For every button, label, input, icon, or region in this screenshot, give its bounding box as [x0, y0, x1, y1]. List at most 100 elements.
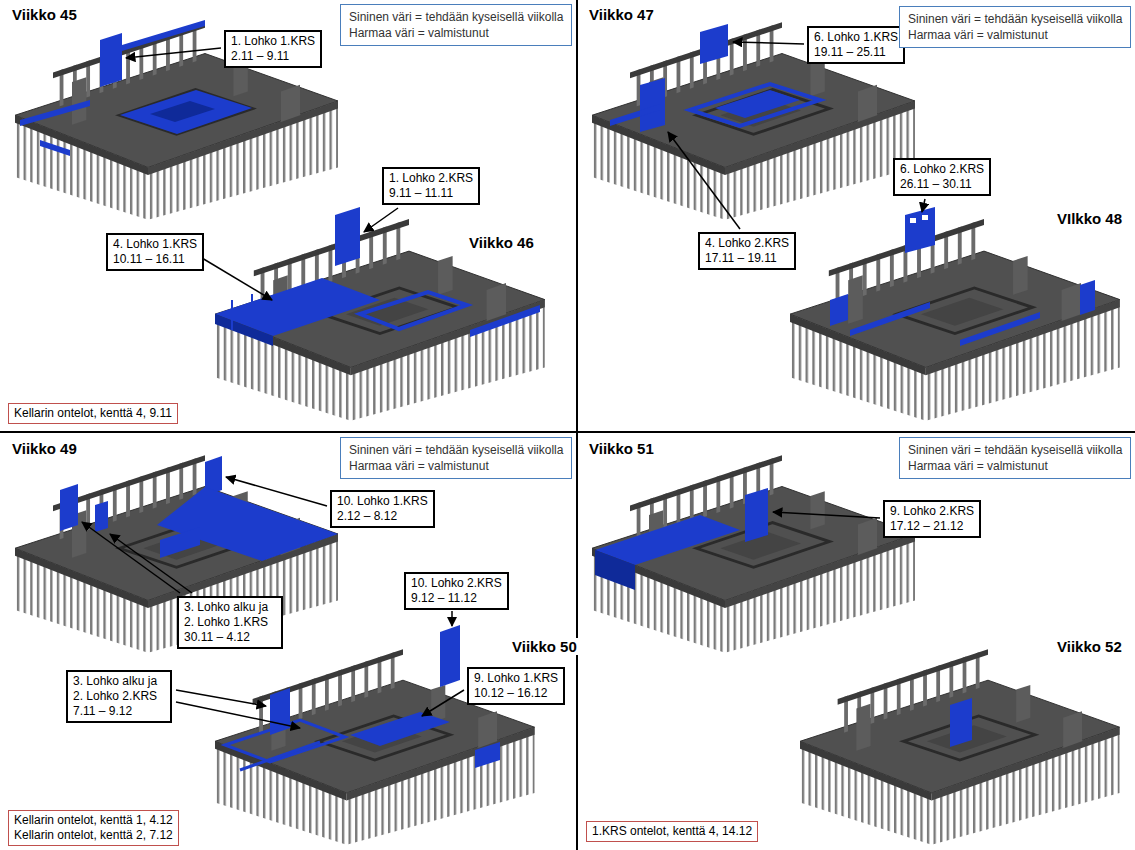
- model-part: [422, 690, 464, 716]
- callout-box: 10. Lohko 1.KRS2.12 – 8.12: [330, 490, 435, 528]
- box-text: 30.11 – 4.12: [184, 630, 276, 645]
- model-part: [910, 218, 916, 223]
- box-text: 2.12 – 8.12: [337, 509, 428, 524]
- box-heading: 10. Lohko 2.KRS: [411, 576, 502, 591]
- callout-box: 1. Lohko 2.KRS9.11 – 11.11: [382, 167, 480, 205]
- legend-box: Sininen väri = tehdään kyseisellä viikol…: [340, 437, 572, 479]
- box-text: 19.11 – 25.11: [814, 45, 898, 60]
- callout-box: 9. Lohko 1.KRS10.12 – 16.12: [467, 667, 565, 705]
- box-text: 10.12 – 16.12: [474, 686, 558, 701]
- model-part: [733, 42, 804, 44]
- box-heading: 3. Lohko alku ja 2. Lohko 2.KRS: [73, 674, 165, 704]
- box-text: 7.11 – 9.12: [73, 704, 165, 719]
- box-heading: Sininen väri = tehdään kyseisellä viikol…: [349, 9, 563, 25]
- leader-lines: [82, 42, 925, 728]
- box-heading: 9. Lohko 1.KRS: [474, 671, 558, 686]
- model-part: [95, 501, 108, 532]
- model-part: [176, 702, 300, 728]
- box-heading: 4. Lohko 1.KRS: [113, 237, 197, 252]
- box-text: Harmaa väri = valmistunut: [349, 458, 563, 474]
- model-part: [700, 24, 728, 64]
- box-heading: Sininen väri = tehdään kyseisellä viikol…: [908, 11, 1122, 27]
- week-label: VIlkko 48: [1055, 210, 1124, 227]
- divider: [0, 431, 1135, 433]
- building-model: [215, 207, 545, 421]
- box-text: 9.12 – 11.12: [411, 591, 502, 606]
- model-part: [470, 305, 540, 337]
- model-part: [1080, 280, 1095, 315]
- model-part: [160, 527, 200, 558]
- box-heading: 10. Lohko 1.KRS: [337, 494, 428, 509]
- model-part: [100, 33, 122, 87]
- model-part: [790, 219, 1120, 421]
- box-text: 26.11 – 30.11: [900, 177, 984, 192]
- box-text: 10.11 – 16.11: [113, 252, 197, 267]
- model-part: [960, 312, 1040, 346]
- building-model: [592, 455, 915, 653]
- model-part: [60, 484, 78, 531]
- model-part: [745, 488, 768, 542]
- note-box: Kellarin ontelot, kenttä 4, 9.11: [8, 403, 178, 424]
- model-part: [176, 690, 266, 706]
- model-part: [440, 625, 460, 687]
- model-part: [773, 512, 880, 518]
- building-model: [800, 649, 1120, 845]
- note-box: Kellarin ontelot, kenttä 1, 4.12Kellarin…: [8, 810, 179, 846]
- week-label: Viikko 50: [510, 638, 579, 655]
- week-label: Viikko 46: [467, 234, 536, 251]
- building-model: [15, 20, 338, 220]
- week-label: Viikko 49: [10, 440, 79, 457]
- model-part: [215, 314, 273, 346]
- model-part: [350, 712, 450, 746]
- model-part: [850, 302, 930, 336]
- model-part: [592, 455, 915, 653]
- model-part: [157, 487, 338, 561]
- model-part: [251, 294, 253, 322]
- model-part: [950, 698, 972, 747]
- box-text: Harmaa väri = valmistunut: [908, 458, 1122, 474]
- model-part: [231, 300, 233, 330]
- callout-box: 6. Lohko 1.KRS19.11 – 25.11: [807, 26, 905, 64]
- model-part: [20, 100, 90, 126]
- model-part: [202, 258, 272, 300]
- model-part: [240, 742, 320, 770]
- box-heading: Kellarin ontelot, kenttä 4, 9.11: [14, 406, 172, 421]
- model-part: [800, 649, 1120, 845]
- week-label: Viikko 45: [10, 6, 79, 23]
- model-part: [335, 207, 360, 266]
- box-text: Harmaa väri = valmistunut: [349, 25, 563, 41]
- callout-box: 6. Lohko 2.KRS26.11 – 30.11: [893, 158, 991, 196]
- box-heading: 9. Lohko 2.KRS: [890, 504, 974, 519]
- note-box: 1.KRS ontelot, kenttä 4, 14.12: [586, 821, 758, 842]
- building-model: [215, 625, 535, 845]
- model-part: [690, 84, 820, 126]
- box-heading: 1.KRS ontelot, kenttä 4, 14.12: [592, 824, 752, 839]
- model-part: [360, 292, 467, 329]
- box-heading: 6. Lohko 2.KRS: [900, 162, 984, 177]
- model-part: [364, 208, 398, 232]
- model-part: [40, 140, 70, 156]
- building-model: [15, 455, 338, 653]
- model-part: [668, 132, 740, 229]
- model-part: [122, 20, 205, 51]
- box-heading: Sininen väri = tehdään kyseisellä viikol…: [349, 442, 563, 458]
- legend-box: Sininen väri = tehdään kyseisellä viikol…: [899, 437, 1131, 479]
- model-part: [150, 101, 215, 122]
- model-part: [451, 611, 453, 626]
- week-label: Viikko 51: [587, 440, 656, 457]
- model-part: [715, 90, 800, 118]
- model-part: [15, 22, 338, 220]
- callout-box: 10. Lohko 2.KRS9.12 – 11.12: [404, 572, 509, 610]
- callout-box: 4. Lohko 2.KRS17.11 – 19.11: [698, 232, 796, 270]
- building-model: [592, 22, 915, 220]
- box-text: 17.12 – 21.12: [890, 519, 974, 534]
- model-part: [610, 104, 660, 126]
- box-heading: 1. Lohko 1.KRS: [231, 34, 315, 49]
- legend-box: Sininen väri = tehdään kyseisellä viikol…: [899, 6, 1131, 48]
- building-model: [790, 207, 1120, 421]
- box-heading: Sininen väri = tehdään kyseisellä viikol…: [908, 442, 1122, 458]
- model-part: [595, 550, 635, 590]
- divider: [576, 0, 578, 850]
- box-heading: 6. Lohko 1.KRS: [814, 30, 898, 45]
- callout-box: 1. Lohko 1.KRS2.11 – 9.11: [224, 30, 322, 68]
